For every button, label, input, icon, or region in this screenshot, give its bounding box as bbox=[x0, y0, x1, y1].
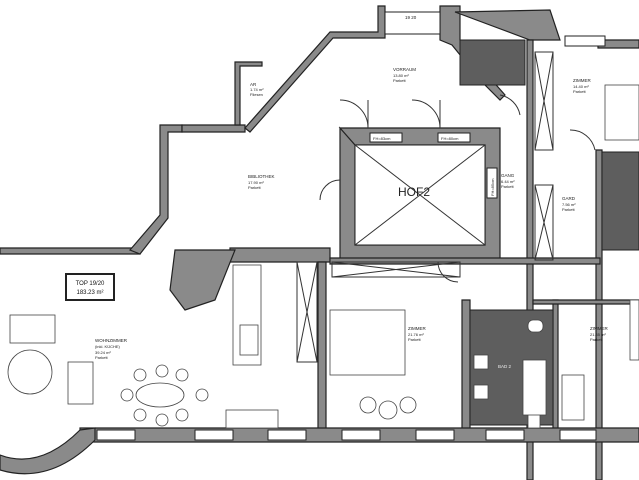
room-gang: GANG 6.44 m² Parkett bbox=[501, 173, 515, 189]
svg-text:GARD: GARD bbox=[562, 196, 576, 201]
svg-text:AR: AR bbox=[250, 82, 257, 87]
svg-text:(inkl. KÜCHE): (inkl. KÜCHE) bbox=[95, 344, 121, 349]
svg-text:14.40 m²: 14.40 m² bbox=[573, 84, 589, 89]
bath-fixtures bbox=[473, 319, 547, 416]
svg-text:FH=80cm: FH=80cm bbox=[441, 136, 459, 141]
svg-text:WOHNZIMMER: WOHNZIMMER bbox=[95, 338, 128, 343]
room-vorraum: VORRAUM 13.80 m² Parkett bbox=[393, 67, 416, 83]
room-gard: GARD 7.56 m² Parkett bbox=[562, 196, 576, 212]
svg-text:1.74 m²: 1.74 m² bbox=[250, 87, 264, 92]
svg-text:Parkett: Parkett bbox=[562, 207, 576, 212]
svg-text:21.76 m²: 21.76 m² bbox=[408, 332, 424, 337]
svg-text:Parkett: Parkett bbox=[590, 337, 604, 342]
svg-text:Parkett: Parkett bbox=[393, 78, 407, 83]
unit-info-box: TOP 19/20 183.23 m² bbox=[65, 273, 115, 301]
entrance-label: 19 20 bbox=[405, 15, 417, 20]
doors bbox=[319, 94, 596, 283]
svg-text:ZIMMER: ZIMMER bbox=[408, 326, 426, 331]
windows bbox=[96, 11, 606, 441]
room-bibliothek: BIBLIOTHEK 17.90 m² Parkett bbox=[248, 174, 275, 190]
svg-text:BAD 2: BAD 2 bbox=[498, 364, 512, 369]
svg-text:GANG: GANG bbox=[501, 173, 515, 178]
room-zimmer-1: ZIMMER 14.40 m² Parkett bbox=[573, 78, 591, 94]
wardrobes bbox=[296, 51, 554, 363]
svg-text:39.24 m²: 39.24 m² bbox=[95, 350, 111, 355]
svg-text:VORRAUM: VORRAUM bbox=[393, 67, 416, 72]
window-height-labels: FH=83cm FH=80cm FH=85cm bbox=[369, 132, 498, 199]
svg-text:7.56 m²: 7.56 m² bbox=[562, 202, 576, 207]
room-zimmer-2: ZIMMER 21.76 m² Parkett bbox=[408, 326, 426, 342]
svg-text:13.80 m²: 13.80 m² bbox=[393, 73, 409, 78]
svg-text:BIBLIOTHEK: BIBLIOTHEK bbox=[248, 174, 275, 179]
svg-text:6.44 m²: 6.44 m² bbox=[501, 179, 515, 184]
svg-text:17.90 m²: 17.90 m² bbox=[248, 180, 264, 185]
courtyard: HOF2 bbox=[354, 144, 486, 246]
svg-text:FH=85cm: FH=85cm bbox=[490, 178, 495, 196]
bathroom-1-tiles bbox=[601, 151, 639, 251]
svg-text:Parkett: Parkett bbox=[573, 89, 587, 94]
svg-text:Parkett: Parkett bbox=[408, 337, 422, 342]
svg-text:ZIMMER: ZIMMER bbox=[573, 78, 591, 83]
svg-text:21.85 m²: 21.85 m² bbox=[590, 332, 606, 337]
unit-title: TOP 19/20 bbox=[76, 281, 105, 287]
wc-tiles bbox=[459, 39, 526, 86]
room-zimmer-3: ZIMMER 21.85 m² Parkett bbox=[590, 326, 608, 342]
svg-text:Parkett: Parkett bbox=[501, 184, 515, 189]
svg-text:ZIMMER: ZIMMER bbox=[590, 326, 608, 331]
svg-text:Parkett: Parkett bbox=[95, 355, 109, 360]
courtyard-label: HOF2 bbox=[398, 185, 430, 199]
svg-text:Parkett: Parkett bbox=[248, 185, 262, 190]
room-wohnzimmer: WOHNZIMMER (inkl. KÜCHE) 39.24 m² Parket… bbox=[95, 338, 128, 360]
unit-area: 183.23 m² bbox=[76, 290, 103, 296]
svg-text:Fliesen: Fliesen bbox=[250, 92, 263, 97]
room-bad-2: BAD 2 bbox=[498, 364, 512, 369]
svg-text:FH=83cm: FH=83cm bbox=[373, 136, 391, 141]
room-ar: AR 1.74 m² Fliesen bbox=[250, 82, 264, 97]
